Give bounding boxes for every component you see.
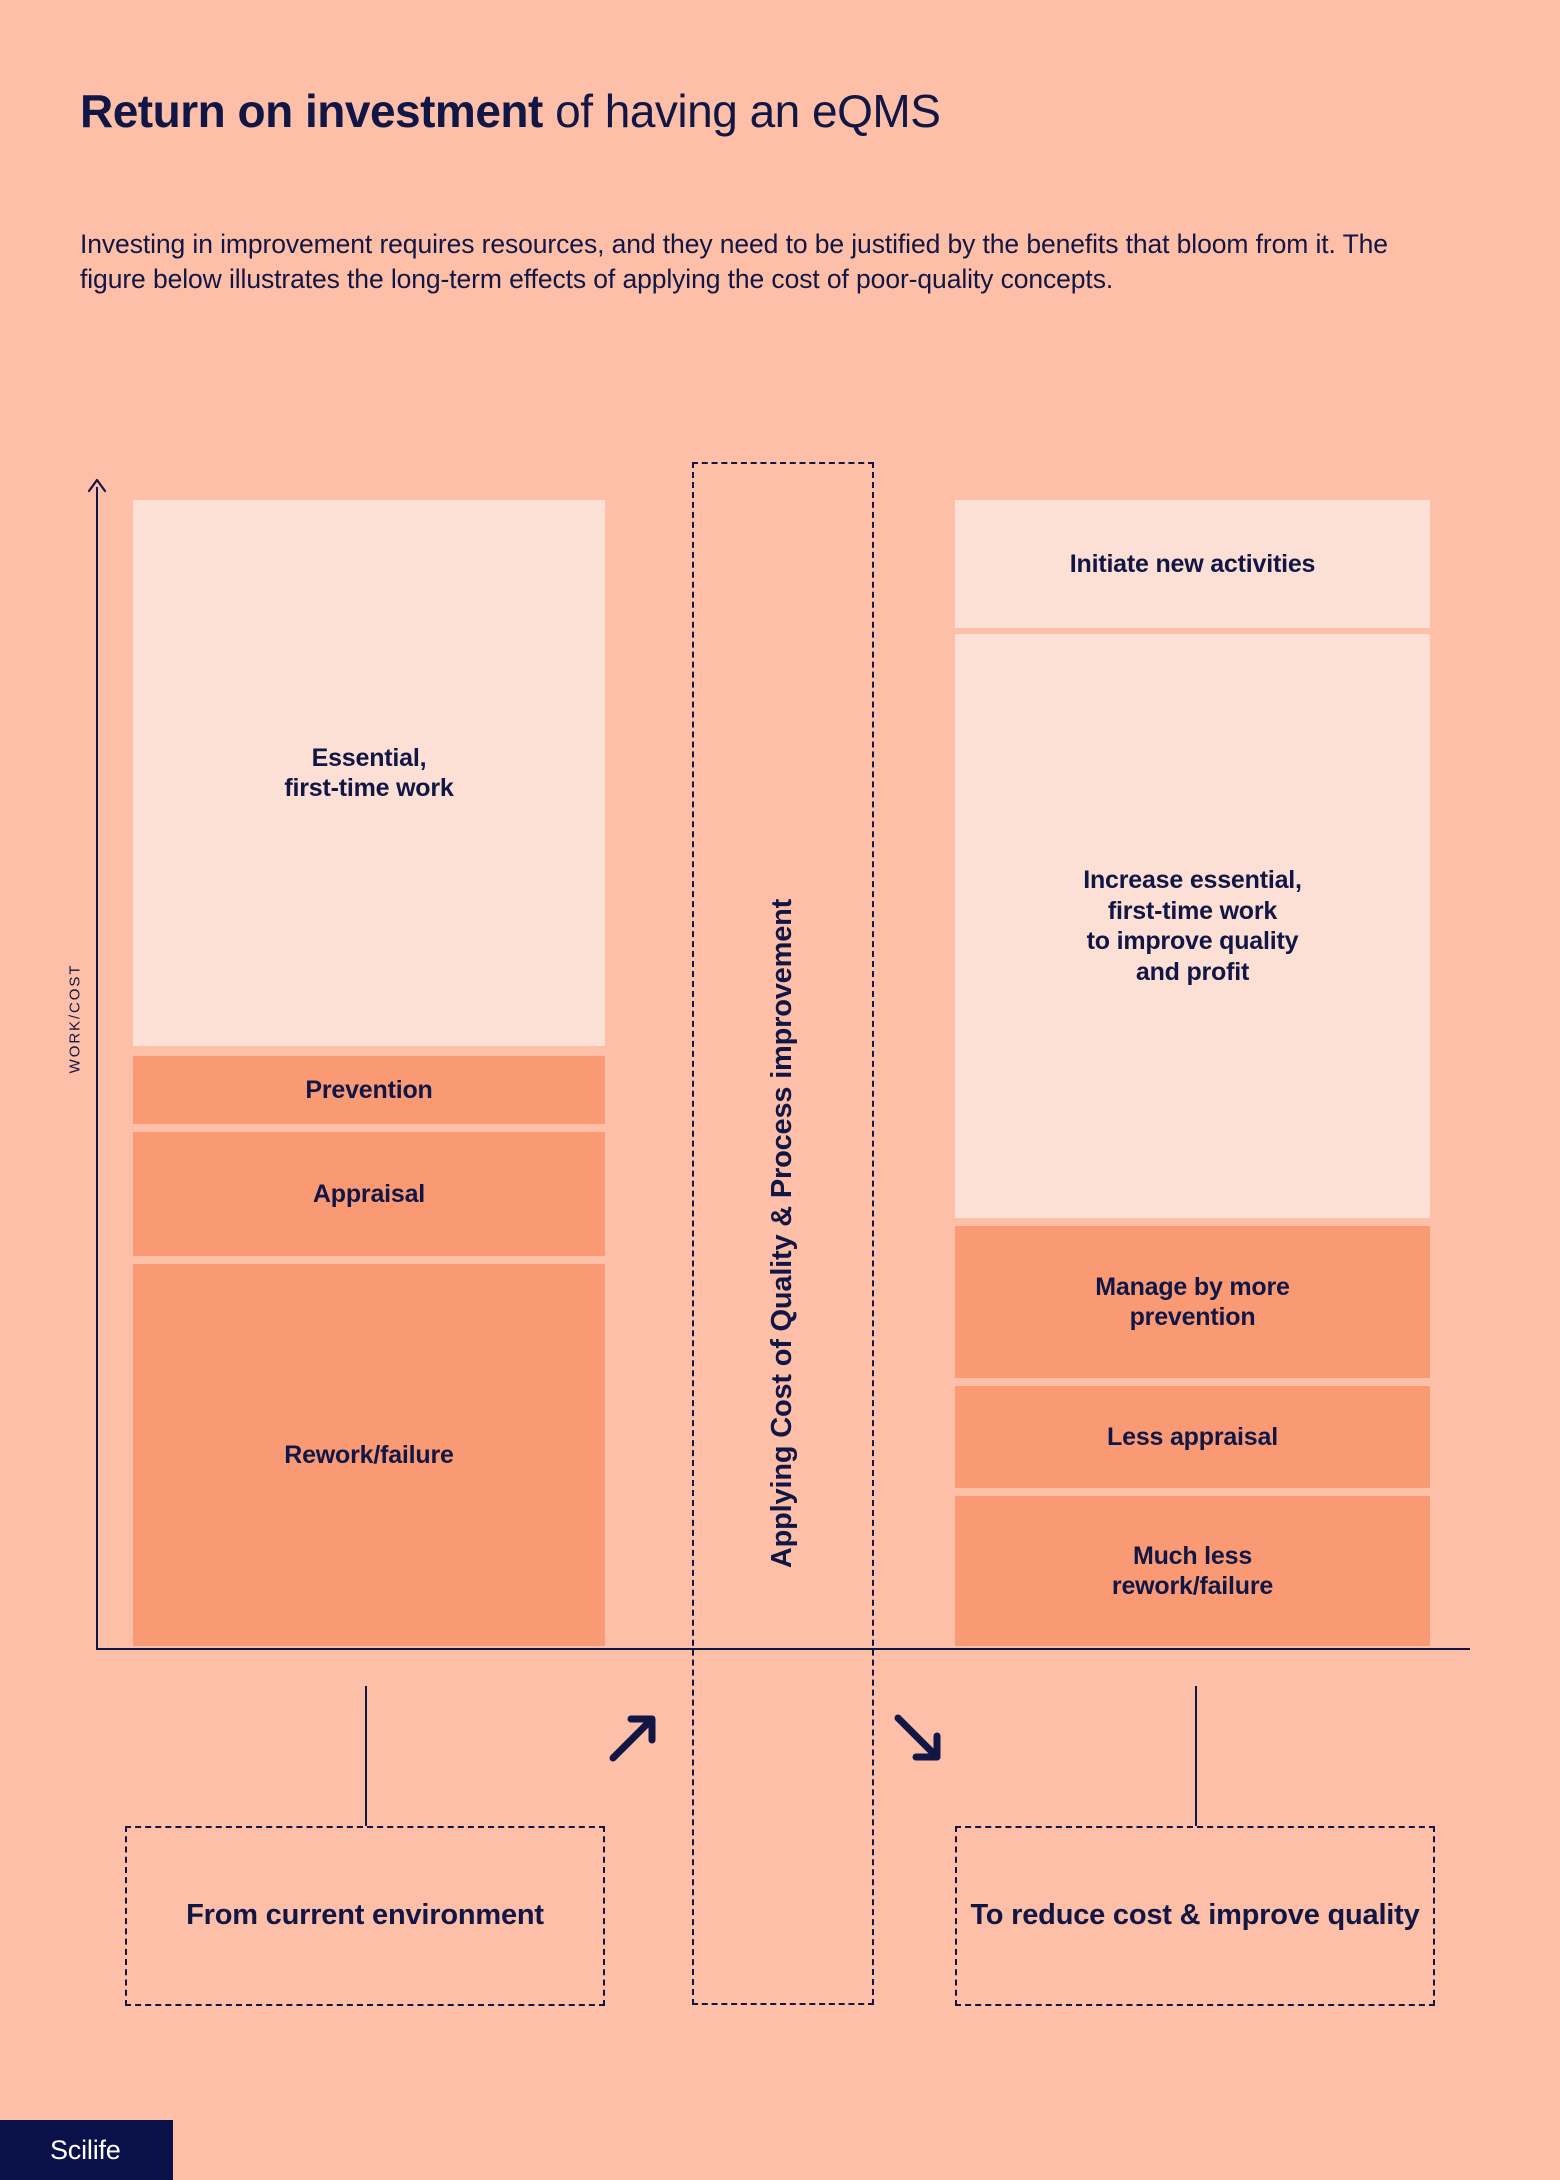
bar-segment-label: Initiate new activities — [1069, 549, 1316, 578]
middle-band-label: Applying Cost of Quality & Process impro… — [766, 898, 799, 1569]
page-title-light: of having an eQMS — [542, 85, 941, 137]
y-axis-label: WORK/COST — [66, 963, 84, 1074]
arrow-down-right-icon — [894, 1714, 941, 1761]
bar-segment-appraisal: Appraisal — [133, 1132, 605, 1256]
arrow-up-icon — [87, 478, 107, 493]
arrow-up-right-icon — [609, 1715, 656, 1762]
intro-paragraph: Investing in improvement requires resour… — [80, 229, 1388, 295]
y-axis-line — [96, 487, 98, 1650]
callout-from-current-environment: From current environment — [125, 1826, 605, 2006]
bar-segment-essential-first-time-work: Essential, first-time work — [133, 500, 605, 1046]
bar-segment-label: Less appraisal — [1107, 1422, 1278, 1451]
bar-segment-label: Manage by more prevention — [1095, 1272, 1290, 1332]
page-title: Return on investment of having an eQMS — [80, 85, 941, 138]
brand-name: Scilife — [50, 2134, 121, 2165]
connector-line-right — [1195, 1686, 1197, 1826]
bar-segment-label: Rework/failure — [284, 1440, 454, 1469]
bar-segment-initiate-new-activities: Initiate new activities — [955, 500, 1430, 628]
middle-dashed-band: Applying Cost of Quality & Process impro… — [692, 462, 874, 2005]
callout-to-reduce-cost: To reduce cost & improve quality — [955, 1826, 1435, 2006]
connector-line-left — [365, 1686, 367, 1826]
bar-segment-rework-failure: Rework/failure — [133, 1264, 605, 1646]
callout-label: To reduce cost & improve quality — [970, 1899, 1420, 1932]
bar-segment-label: Increase essential, first-time work to i… — [1083, 866, 1302, 986]
bar-segment-label: Essential, first-time work — [284, 743, 454, 803]
bar-segment-manage-by-more-prevention: Manage by more prevention — [955, 1226, 1430, 1378]
scilife-logo: Scilife — [0, 2120, 173, 2180]
page-title-strong: Return on investment — [80, 85, 543, 137]
bar-segment-label: Prevention — [305, 1075, 433, 1104]
x-axis-line — [96, 1648, 1470, 1650]
bar-segment-increase-essential-work: Increase essential, first-time work to i… — [955, 634, 1430, 1218]
bar-segment-label: Much less rework/failure — [1111, 1541, 1274, 1601]
bar-segment-much-less-rework-failure: Much less rework/failure — [955, 1496, 1430, 1646]
bar-segment-prevention: Prevention — [133, 1056, 605, 1124]
bar-segment-label: Appraisal — [312, 1179, 426, 1208]
bar-segment-less-appraisal: Less appraisal — [955, 1386, 1430, 1488]
callout-label: From current environment — [186, 1899, 544, 1932]
